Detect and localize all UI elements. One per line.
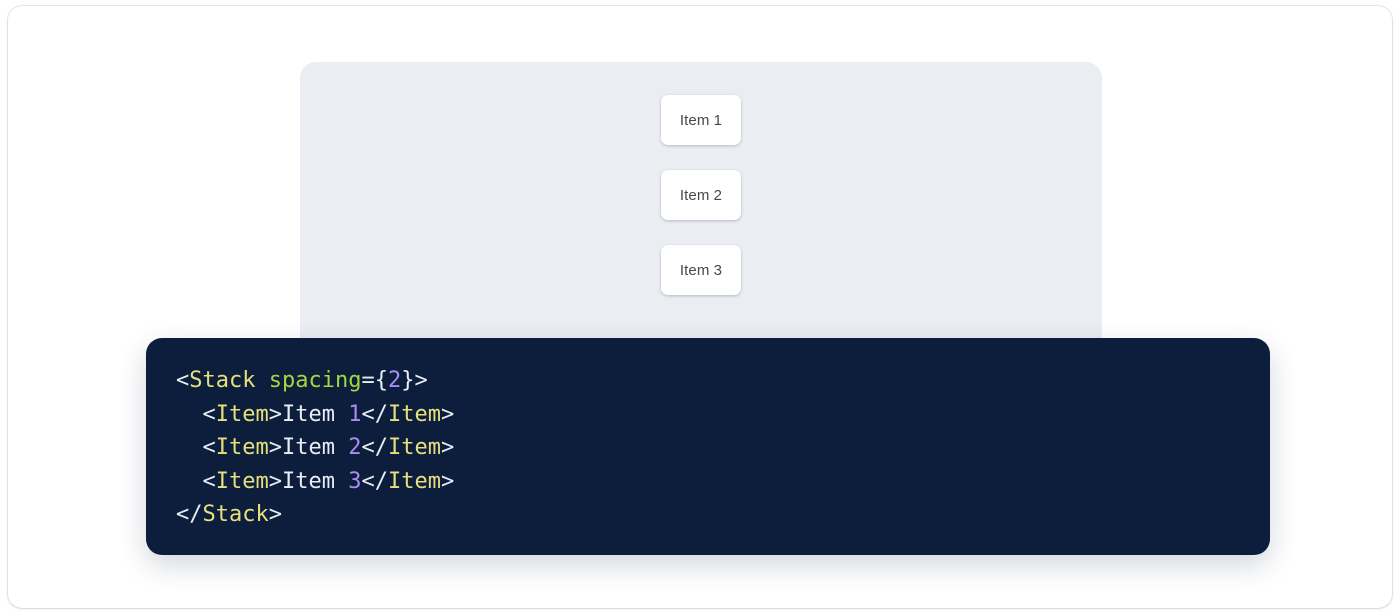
code-token-punct: > [268, 502, 282, 527]
code-token-text: Item [281, 468, 349, 494]
code-token-punct: > [268, 401, 282, 427]
code-token-text: Item [281, 435, 349, 460]
code-token-punct: > [440, 435, 455, 460]
code-token-punct: </ [361, 435, 388, 460]
code-token-punct: </ [361, 468, 388, 494]
code-token-punct: > [440, 401, 455, 427]
code-token-tag: Item [215, 468, 269, 494]
code-line: <Item>Item 3</Item> [176, 468, 455, 494]
stack-item[interactable]: Item 1 [661, 95, 741, 145]
code-token-punct: </ [361, 401, 388, 427]
code-token-num: 3 [348, 468, 362, 494]
code-line: <Stack spacing={2}> [176, 368, 428, 393]
stack-container: Item 1 Item 2 Item 3 [661, 95, 741, 295]
code-snippet-block: <Stack spacing={2}> <Item>Item 1</Item> … [146, 338, 1270, 555]
component-preview-panel: Item 1 Item 2 Item 3 [300, 62, 1102, 352]
code-token-tag: Stack [189, 368, 256, 393]
code-token-punct: > [268, 468, 282, 494]
code-token-punct: < [202, 468, 216, 494]
code-token-num: 1 [348, 401, 362, 427]
code-token-punct: > [440, 468, 455, 494]
code-token-tag: Item [215, 401, 269, 427]
stack-item-label: Item 1 [679, 111, 723, 129]
stack-item[interactable]: Item 2 [661, 170, 741, 220]
code-line: <Item>Item 2</Item> [176, 435, 455, 460]
stack-item[interactable]: Item 3 [661, 245, 741, 295]
code-token-punct: > [268, 435, 282, 460]
code-line: </Stack> [176, 502, 282, 527]
code-token-tag: Item [387, 468, 441, 494]
code-token-punct: < [176, 368, 190, 393]
code-token-num: 2 [348, 435, 362, 460]
code-line: <Item>Item 1</Item> [176, 401, 455, 427]
code-token-num: 2 [387, 368, 402, 393]
code-token-tag: Item [387, 401, 441, 427]
code-token-tag: Stack [202, 502, 269, 527]
code-token-punct: < [202, 435, 216, 460]
code-snippet: <Stack spacing={2}> <Item>Item 1</Item> … [176, 364, 1270, 532]
stack-item-label: Item 2 [679, 186, 723, 204]
code-token-punct: ={ [361, 368, 388, 393]
code-token-attr: spacing [268, 368, 362, 393]
code-token-punct: }> [401, 368, 428, 393]
code-token-punct [255, 368, 268, 393]
stack-item-label: Item 3 [679, 261, 723, 279]
code-token-punct: < [202, 401, 216, 427]
code-token-text: Item [281, 401, 349, 427]
code-token-punct: </ [176, 502, 203, 527]
code-token-tag: Item [387, 435, 441, 460]
code-token-tag: Item [215, 435, 269, 460]
